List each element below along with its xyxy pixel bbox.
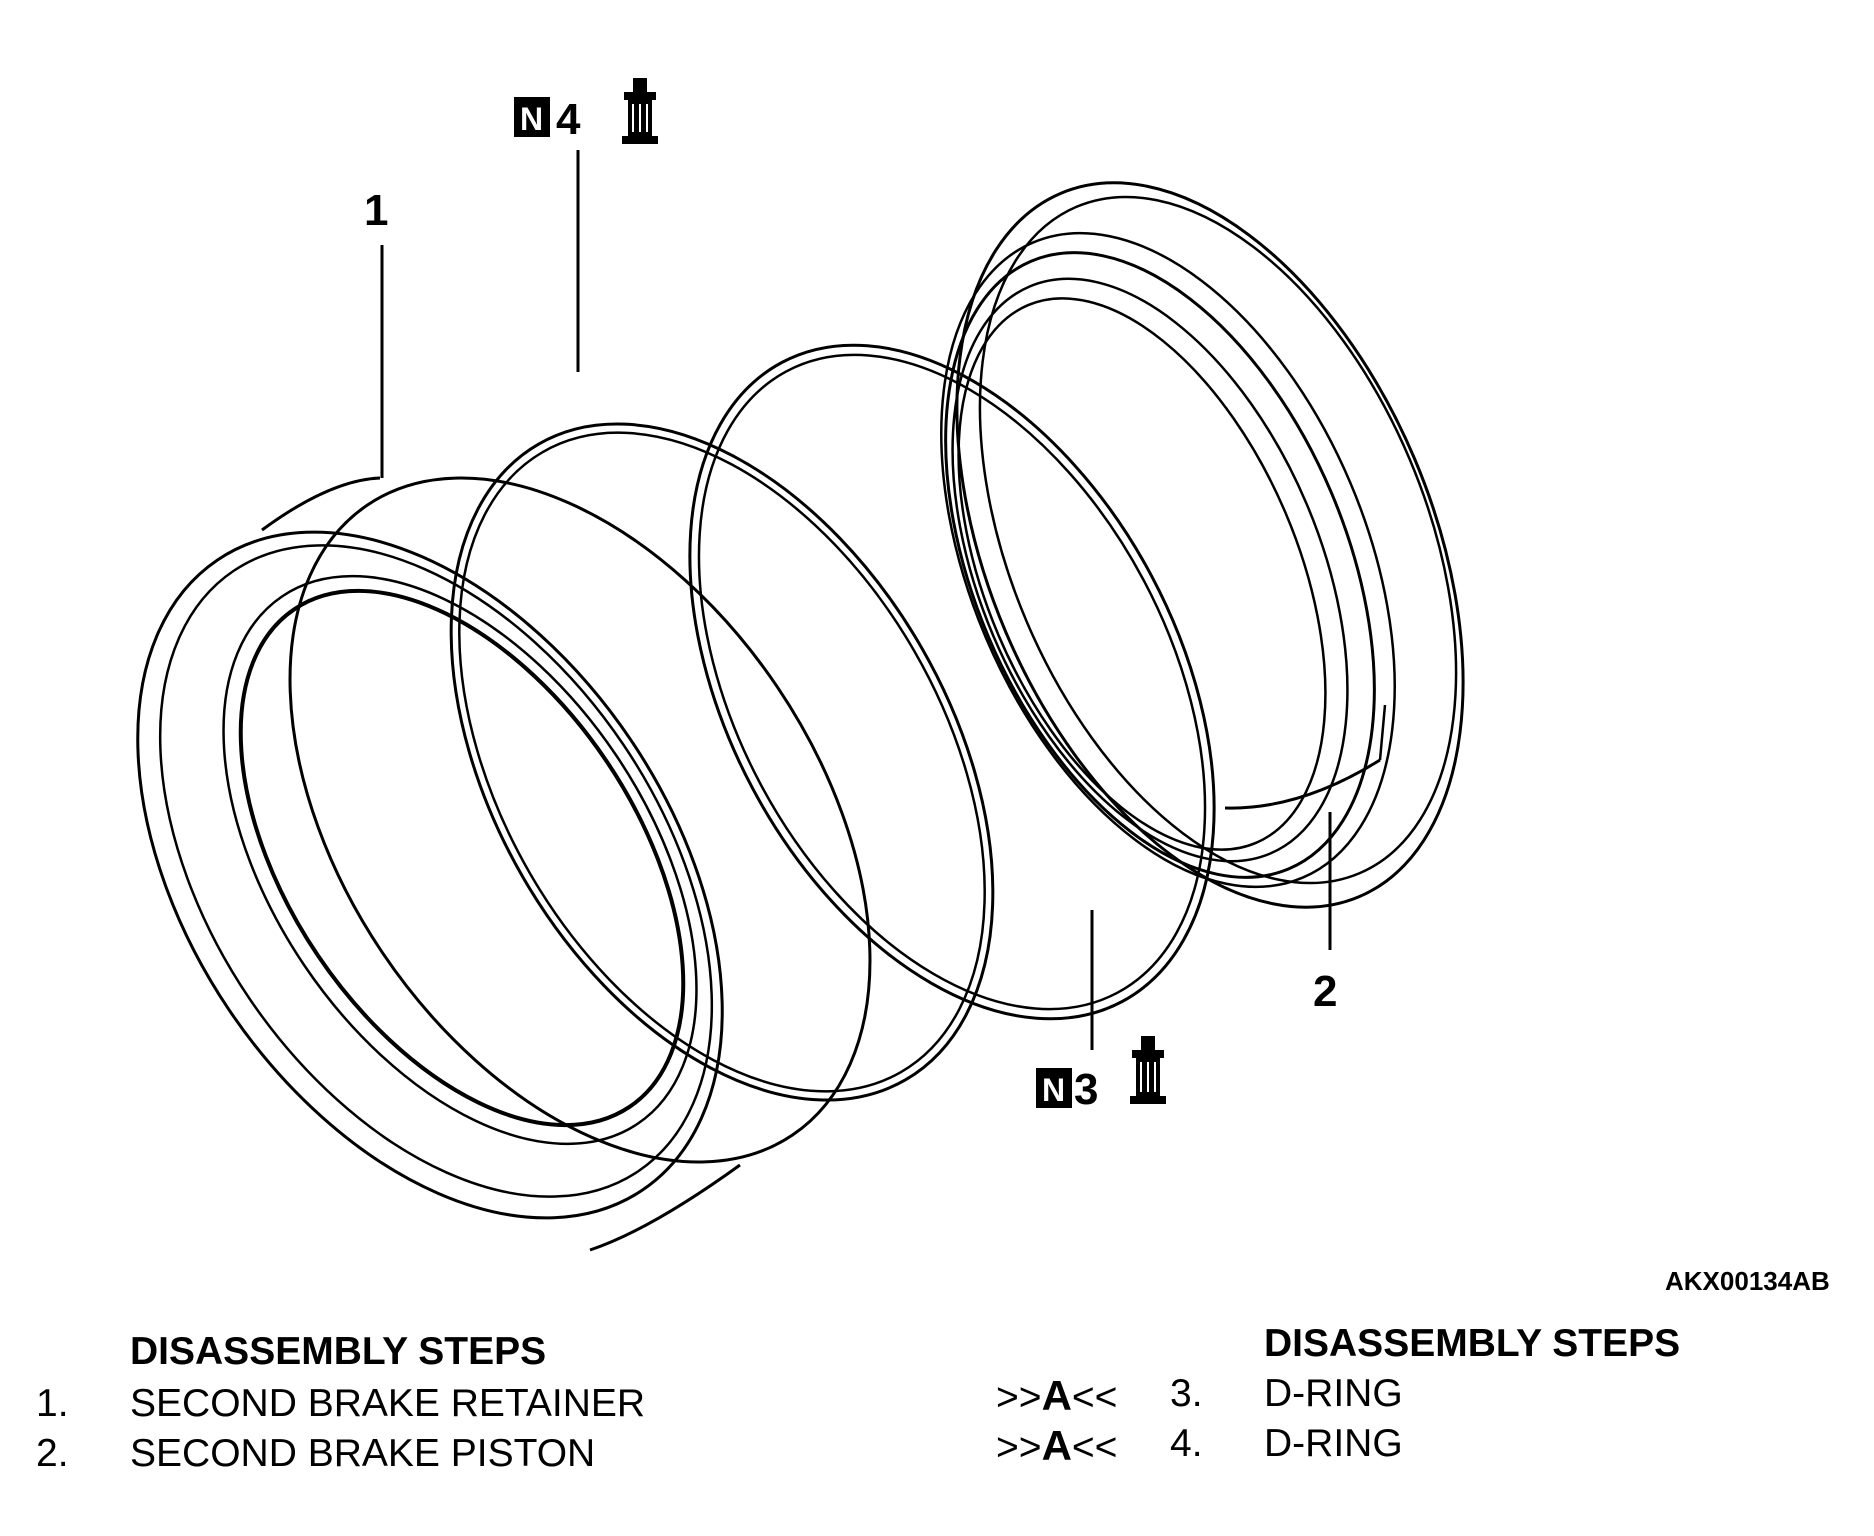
step-number: 1.: [36, 1382, 69, 1425]
exploded-diagram: 1 N 4 N 3 2: [136, 78, 1465, 1252]
callout-3: 3: [1074, 1065, 1098, 1114]
figure-code: AKX00134AB: [1665, 1266, 1830, 1296]
grease-tube-icon: [622, 78, 658, 144]
callout-3-group: N 3: [1036, 1036, 1166, 1114]
step-text: D-RING: [1264, 1372, 1403, 1415]
part-3-d-ring: [688, 343, 1216, 1021]
steps-right-header: DISASSEMBLY STEPS: [1264, 1322, 1681, 1365]
step-text: SECOND BRAKE RETAINER: [130, 1382, 646, 1425]
steps-left-header: DISASSEMBLY STEPS: [130, 1330, 547, 1373]
part-4-d-ring: [449, 422, 995, 1102]
step-text: SECOND BRAKE PISTON: [130, 1432, 596, 1475]
callout-2: 2: [1313, 967, 1337, 1016]
n-box-label: N: [520, 101, 543, 137]
callout-1: 1: [364, 186, 388, 235]
step-number: 2.: [36, 1432, 69, 1475]
part-2-piston: [940, 181, 1465, 909]
callout-4-group: N 4: [514, 78, 658, 144]
step-text: D-RING: [1264, 1422, 1403, 1465]
step-number: 3.: [1170, 1372, 1203, 1415]
n-box-label: N: [1042, 1072, 1065, 1108]
step-reference: >>A<<: [996, 1372, 1118, 1419]
n-box-icon: [1036, 1068, 1072, 1108]
n-box-icon: [514, 97, 550, 137]
part-1-retainer: [136, 476, 872, 1252]
step-reference: >>A<<: [996, 1422, 1118, 1469]
step-number: 4.: [1170, 1422, 1203, 1465]
grease-tube-icon: [1130, 1036, 1166, 1104]
callout-4: 4: [556, 95, 581, 144]
